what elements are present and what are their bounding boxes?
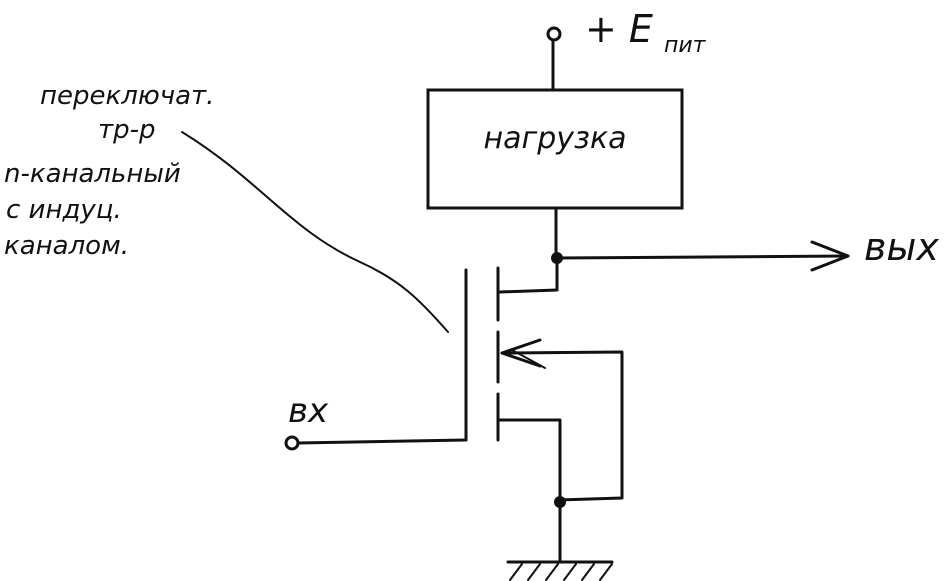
supply-label: + E	[585, 7, 653, 51]
source-lead	[498, 418, 562, 504]
ground-hatch-2	[527, 563, 541, 581]
output-label: вых	[864, 225, 939, 269]
input-terminal	[284, 435, 300, 451]
output-arrow	[810, 240, 850, 272]
drain-lead	[498, 256, 559, 294]
annotation-leader	[181, 131, 449, 333]
supply-terminal	[546, 26, 562, 42]
annotation-line-3: n-канальный	[4, 159, 181, 189]
substrate-arrow	[500, 338, 542, 368]
ground-hatch-3	[545, 563, 559, 581]
gate-wire	[296, 438, 468, 445]
annotation-line-5: каналом.	[4, 231, 129, 261]
ground-hatch-5	[581, 563, 595, 581]
input-label: вх	[288, 391, 329, 431]
substrate-arrow-tail	[511, 349, 546, 369]
ground-hatch-1	[509, 563, 523, 581]
annotation-line-2: тр-р	[98, 115, 156, 145]
ground-hatch-4	[563, 563, 577, 581]
annotation-line-4: с индуц.	[6, 195, 122, 225]
substrate-lead	[500, 350, 624, 502]
output-wire	[555, 254, 850, 260]
load-label: нагрузка	[483, 121, 626, 156]
annotation-line-1: переключат.	[40, 81, 214, 111]
supply-subscript: пит	[664, 33, 707, 58]
ground-hatch-6	[599, 563, 613, 581]
